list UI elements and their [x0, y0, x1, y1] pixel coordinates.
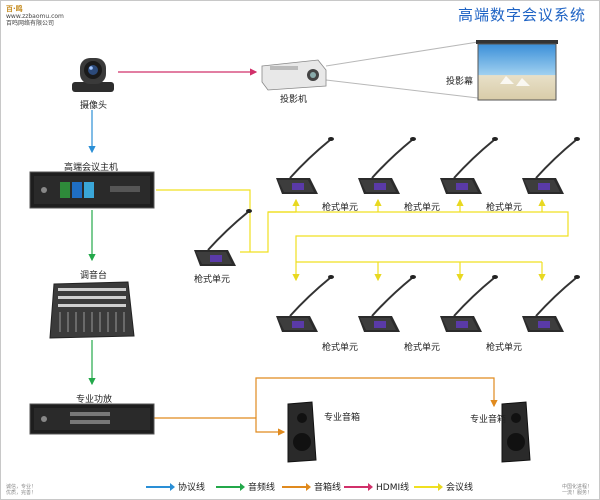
mic-unit-label: 枪式单元 [486, 343, 523, 353]
legend-item-conference: 会议线 [414, 480, 473, 493]
camera-label: 摄像头 [80, 101, 108, 111]
page-title: 高端数字会议系统 [457, 6, 586, 24]
projection-beam-top [325, 41, 479, 67]
legend-item-speaker: 音箱线 [282, 480, 341, 493]
mic-unit-icon [439, 274, 499, 333]
footer-left: 诚信，专业！ 优质，完善！ [6, 484, 36, 496]
footer-right: 中国化进程！ 一流！服务！ [562, 484, 592, 496]
brand-company: 百鸣网络有限公司 [6, 20, 55, 27]
connection-lines [88, 41, 569, 436]
legend-label: 协议线 [178, 483, 206, 493]
amplifier-label: 专业功放 [76, 395, 113, 405]
legend-swatch [216, 482, 245, 491]
legend-label: HDMI线 [376, 483, 410, 493]
legend-swatch [146, 482, 175, 491]
conference-link [295, 211, 569, 262]
legend-item-audio: 音频线 [216, 480, 275, 493]
conference-line-host [156, 189, 251, 252]
speaker-line-left [150, 417, 286, 436]
mic-unit-icon [357, 274, 417, 333]
projector-icon [261, 59, 327, 91]
mic-unit-icon [521, 136, 581, 195]
amplifier-icon [29, 403, 155, 435]
brand-logo: 百·鸣 www.zzbaomu.com 百鸣网络有限公司 [6, 5, 64, 28]
speaker-left-label: 专业音箱 [324, 413, 361, 423]
speaker-left-icon [287, 401, 317, 463]
speaker-line-right [255, 377, 498, 418]
speaker-right-icon [501, 401, 531, 463]
mic-unit-label: 枪式单元 [404, 343, 441, 353]
mic-unit-label: 枪式单元 [404, 203, 441, 213]
legend-swatch [414, 482, 443, 491]
mic-unit-single-icon [193, 208, 253, 267]
footer-right-line: 中国化进程！ [561, 484, 592, 490]
legend-item-protocol: 协议线 [146, 480, 205, 493]
footer-left-line: 诚信，专业！ [6, 484, 37, 490]
legend-swatch [344, 482, 373, 491]
footer-left-line: 优质，完善！ [6, 490, 37, 496]
brand-mark: 百·鸣 [6, 5, 23, 13]
mixer-icon [49, 281, 135, 339]
footer-right-line: 一流！服务！ [561, 490, 592, 496]
conference-host-icon [29, 171, 155, 209]
mic-single-label: 枪式单元 [194, 275, 231, 285]
mic-unit-icon [521, 274, 581, 333]
legend-swatch [282, 482, 311, 491]
speaker-right-label: 专业音箱 [470, 415, 507, 425]
camera-icon [72, 58, 114, 92]
legend-label: 音频线 [248, 483, 276, 493]
projection-beam-bottom [325, 79, 479, 99]
legend-item-hdmi: HDMI线 [344, 480, 409, 493]
legend-label: 音箱线 [314, 483, 342, 493]
mic-unit-icon [275, 274, 335, 333]
mic-unit-label: 枪式单元 [486, 203, 523, 213]
mic-unit-label: 枪式单元 [322, 203, 359, 213]
screen-label: 投影幕 [446, 77, 474, 87]
mic-unit-icon [357, 136, 417, 195]
projector-label: 投影机 [280, 95, 308, 105]
conference-line-single [240, 211, 296, 253]
mic-unit-icon [275, 136, 335, 195]
projection-screen-icon [476, 40, 558, 101]
mic-unit-icon [439, 136, 499, 195]
brand-url: www.zzbaomu.com [6, 13, 64, 20]
mic-unit-label: 枪式单元 [322, 343, 359, 353]
mixer-label: 调音台 [80, 271, 108, 281]
legend-label: 会议线 [446, 483, 474, 493]
host-label: 高端会议主机 [64, 163, 119, 173]
